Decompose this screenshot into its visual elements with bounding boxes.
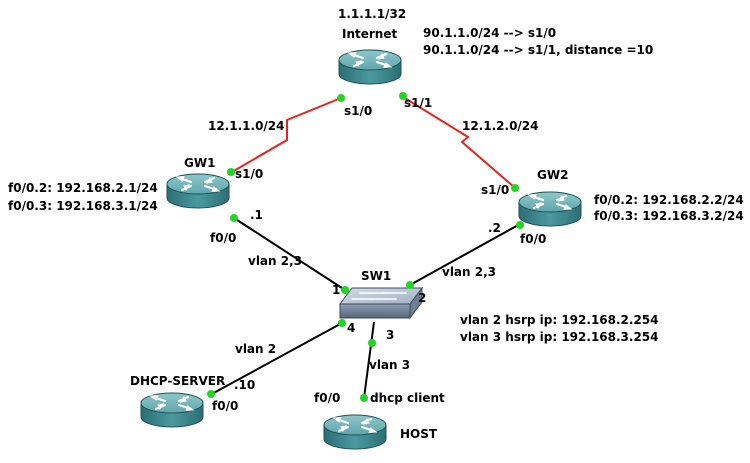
- dhcp-server-name-label: DHCP-SERVER: [130, 374, 225, 388]
- sw1-port4-label: 4: [347, 321, 355, 335]
- gw2-f00-label: f0/0: [520, 232, 546, 246]
- gw2-subif-1: f0/0.2: 192.168.2.2/24: [594, 193, 744, 207]
- sw1-port1-label: 1: [332, 283, 340, 297]
- port-dot[interactable]: [341, 286, 349, 294]
- internet-s10-label: s1/0: [344, 104, 372, 118]
- internet-route-1: 90.1.1.0/24 --> s1/0: [423, 26, 556, 40]
- ethernet-links: [209, 217, 521, 399]
- link-host-sw1[interactable]: [363, 321, 375, 399]
- gw1-sw1-vlan-label: vlan 2,3: [248, 254, 302, 268]
- link-gw1-sw1[interactable]: [233, 217, 346, 291]
- gw1-name-label: GW1: [184, 156, 215, 170]
- router-gw1-icon[interactable]: [165, 172, 231, 210]
- port-dot[interactable]: [368, 339, 376, 347]
- port-dot[interactable]: [227, 168, 235, 176]
- port-dot[interactable]: [230, 214, 238, 222]
- router-internet-icon[interactable]: [337, 48, 403, 86]
- port-dot[interactable]: [406, 281, 414, 289]
- router-gw2-icon[interactable]: [517, 190, 583, 228]
- link-gw2-sw1[interactable]: [409, 223, 521, 286]
- gw2-s10-label: s1/0: [481, 183, 509, 197]
- port-dot[interactable]: [399, 92, 407, 100]
- router-dhcp-server-icon[interactable]: [139, 391, 205, 429]
- port-dot[interactable]: [338, 319, 346, 327]
- port-dot[interactable]: [511, 184, 519, 192]
- gw1-f00-label: f0/0: [210, 231, 236, 245]
- sw1-port3-label: 3: [386, 328, 394, 342]
- sw1-hsrp-vlan3: vlan 3 hsrp ip: 192.168.3.254: [460, 330, 659, 344]
- link-dhcp-sw1[interactable]: [209, 322, 343, 396]
- port-dot[interactable]: [337, 94, 345, 102]
- router-host-icon[interactable]: [322, 413, 388, 451]
- gw1-subif-1: f0/0.2: 192.168.2.1/24: [8, 181, 158, 195]
- link-internet-gw2[interactable]: [402, 96, 515, 188]
- sw1-name-label: SW1: [361, 269, 391, 283]
- dhcp-sw1-vlan-label: vlan 2: [235, 342, 276, 356]
- gw2-name-label: GW2: [537, 168, 568, 182]
- internet-s11-label: s1/1: [404, 96, 432, 110]
- subnet-12-1-1-label: 12.1.1.0/24: [208, 119, 285, 133]
- gw2-sw1-vlan-label: vlan 2,3: [442, 265, 496, 279]
- internet-loopback-label: 1.1.1.1/32: [338, 7, 406, 21]
- gw2-ip-label: .2: [488, 221, 501, 235]
- port-dot[interactable]: [516, 221, 524, 229]
- host-name-label: HOST: [400, 427, 438, 441]
- port-dot[interactable]: [207, 390, 215, 398]
- host-dhcp-client-label: dhcp client: [370, 391, 445, 405]
- gw1-ip-label: .1: [250, 208, 263, 222]
- sw1-port2-label: 2: [418, 291, 426, 305]
- dhcp-f00-label: f0/0: [212, 399, 238, 413]
- host-sw1-vlan-label: vlan 3: [369, 358, 410, 372]
- gw1-subif-2: f0/0.3: 192.168.3.1/24: [8, 199, 158, 213]
- host-f00-label: f0/0: [314, 391, 340, 405]
- internet-name-label: Internet: [342, 27, 397, 41]
- link-internet-gw1[interactable]: [231, 97, 342, 173]
- switch-sw1-icon[interactable]: [339, 286, 423, 320]
- port-dots: [207, 92, 524, 402]
- sw1-hsrp-vlan2: vlan 2 hsrp ip: 192.168.2.254: [460, 313, 659, 327]
- serial-links: [231, 96, 515, 188]
- dhcp-ip-label: .10: [234, 378, 255, 392]
- port-dot[interactable]: [360, 394, 368, 402]
- gw2-subif-2: f0/0.3: 192.168.3.2/24: [594, 209, 744, 223]
- internet-route-2: 90.1.1.0/24 --> s1/1, distance =10: [423, 43, 653, 57]
- subnet-12-1-2-label: 12.1.2.0/24: [462, 119, 539, 133]
- gw1-s10-label: s1/0: [235, 167, 263, 181]
